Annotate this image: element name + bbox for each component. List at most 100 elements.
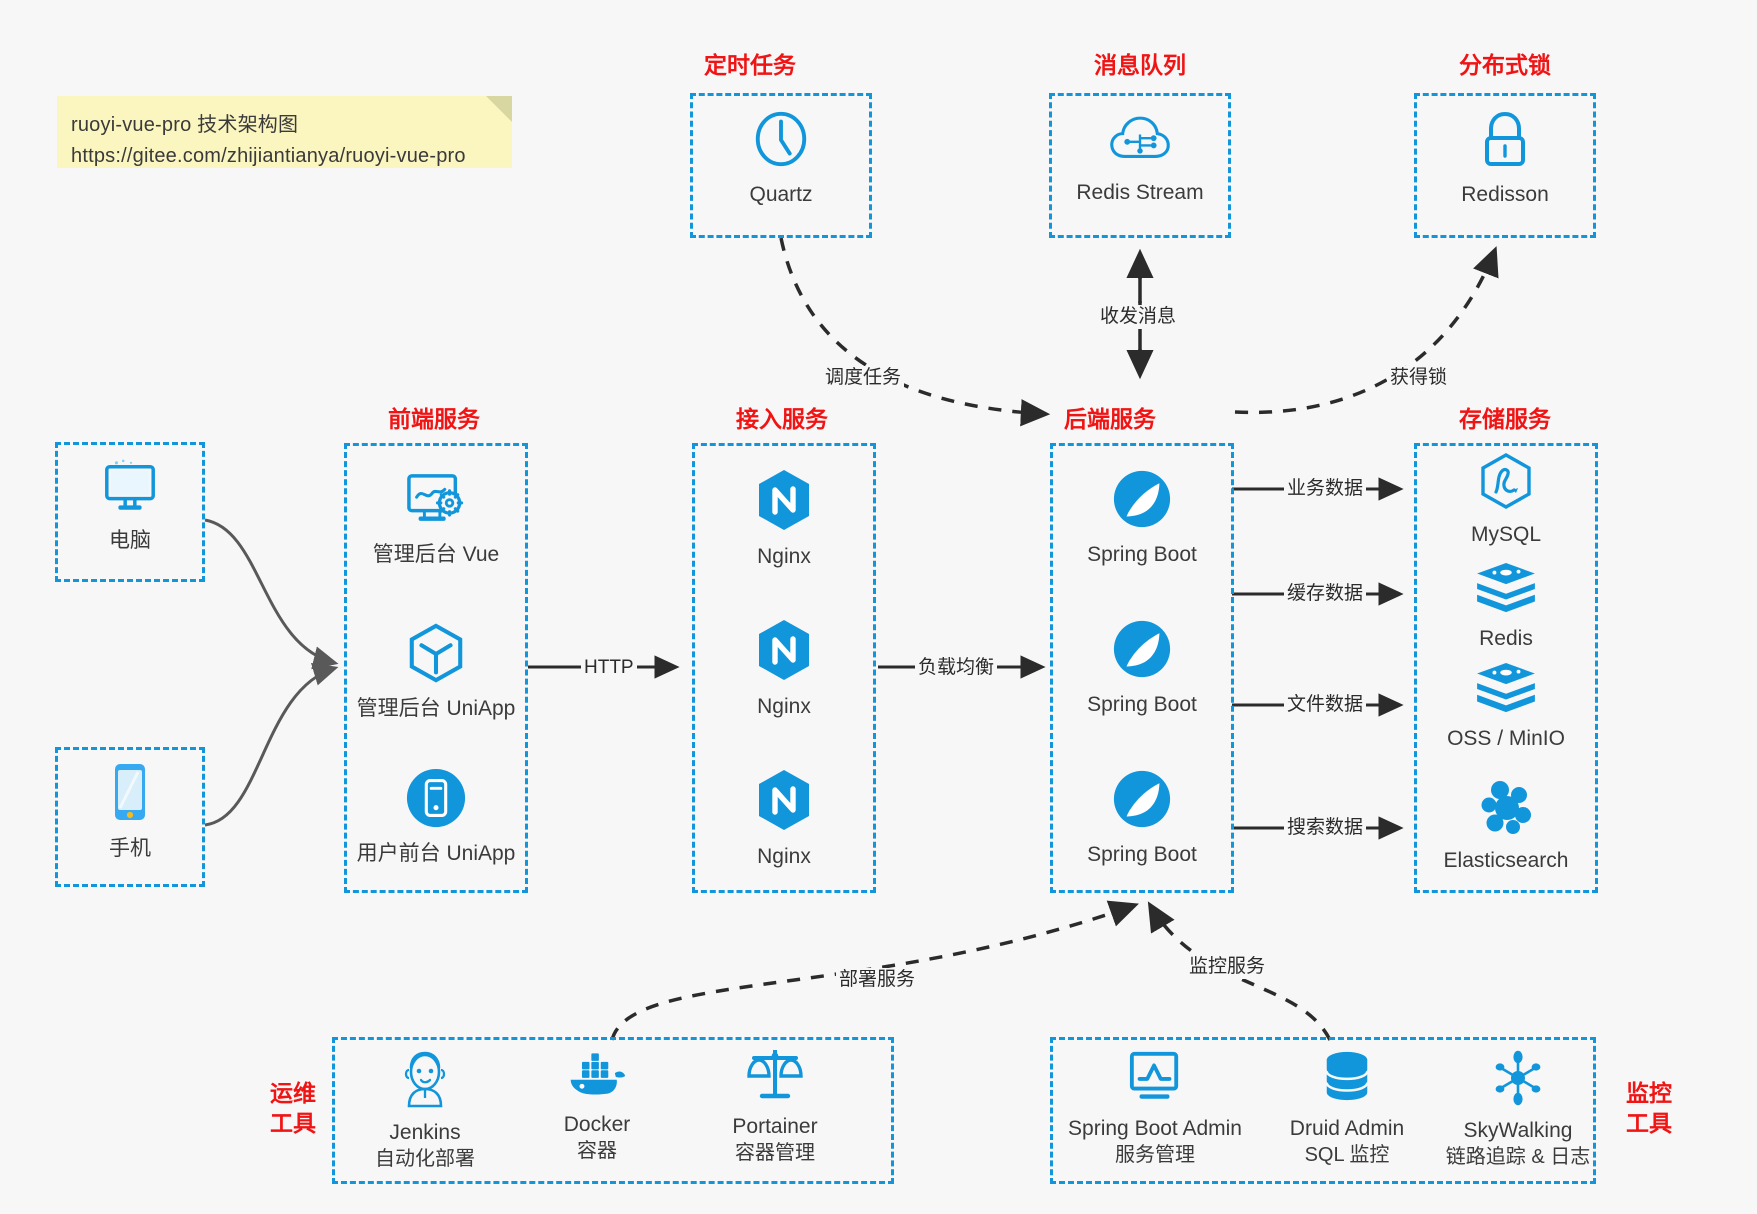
group-title-scheduler: 定时任务: [704, 52, 796, 78]
edge-label-biz-data: 业务数据: [1284, 477, 1367, 501]
node-user-uniapp[interactable]: 用户前台 UniApp: [344, 767, 528, 867]
dashboard-gear-icon: [344, 472, 528, 535]
group-title-lock: 分布式锁: [1459, 52, 1551, 78]
node-label: Redisson: [1461, 183, 1549, 206]
node-quartz[interactable]: Quartz: [690, 108, 872, 208]
edge-label-load-balance: 负载均衡: [915, 656, 998, 680]
node-portainer[interactable]: Portainer 容器管理: [690, 1046, 860, 1166]
node-label: 手机: [109, 837, 151, 860]
node-spring-boot-3[interactable]: Spring Boot: [1050, 768, 1234, 868]
node-sublabel: 容器: [577, 1140, 617, 1162]
node-sublabel: 服务管理: [1115, 1144, 1195, 1166]
group-box-storage[interactable]: [1414, 443, 1598, 893]
note-line-1: ruoyi-vue-pro 技术架构图: [71, 114, 299, 136]
node-label: 管理后台 UniApp: [356, 697, 516, 720]
node-redis[interactable]: Redis: [1414, 562, 1598, 652]
edge-label-file-data: 文件数据: [1284, 693, 1367, 717]
group-title-monitor-line2: 工具: [1626, 1110, 1672, 1136]
node-label: 用户前台 UniApp: [356, 842, 516, 865]
cube-icon: [344, 622, 528, 689]
scales-icon: [690, 1046, 860, 1107]
group-box-frontend[interactable]: [344, 443, 528, 893]
node-smartphone[interactable]: 手机: [55, 762, 205, 862]
node-nginx-2[interactable]: Nginx: [692, 618, 876, 720]
group-title-devops: 运维 工具: [258, 1078, 328, 1138]
group-title-frontend: 前端服务: [388, 406, 480, 432]
node-label: Nginx: [757, 545, 811, 568]
node-mysql[interactable]: MySQL: [1414, 452, 1598, 548]
title-note: ruoyi-vue-pro 技术架构图 https://gitee.com/zh…: [57, 96, 512, 168]
edge-label-cache-data: 缓存数据: [1284, 582, 1367, 606]
node-sublabel: 容器管理: [735, 1142, 815, 1164]
edge-label-mq-messages: 收发消息: [1097, 305, 1180, 329]
node-spring-boot-1[interactable]: Spring Boot: [1050, 468, 1234, 568]
node-spring-boot-admin[interactable]: Spring Boot Admin 服务管理: [1060, 1050, 1250, 1168]
node-label: Druid Admin: [1289, 1117, 1405, 1140]
node-spring-boot-2[interactable]: Spring Boot: [1050, 618, 1234, 718]
group-title-backend: 后端服务: [1064, 406, 1156, 432]
node-desktop[interactable]: 电脑: [55, 458, 205, 554]
node-label: Portainer: [732, 1115, 818, 1138]
group-box-monitor[interactable]: [1050, 1037, 1596, 1184]
group-title-mq: 消息队列: [1094, 52, 1186, 78]
group-title-monitor: 监控 工具: [1614, 1078, 1684, 1138]
group-box-client-mobile[interactable]: [55, 747, 205, 887]
node-label: Docker: [563, 1113, 631, 1136]
group-title-devops-line1: 运维: [270, 1080, 316, 1106]
mobile-circle-icon: [344, 767, 528, 834]
node-admin-uniapp[interactable]: 管理后台 UniApp: [344, 622, 528, 722]
node-elasticsearch[interactable]: Elasticsearch: [1414, 778, 1598, 874]
node-label: Spring Boot: [1087, 843, 1197, 866]
nginx-icon: [692, 618, 876, 687]
group-box-client-desktop[interactable]: [55, 442, 205, 582]
group-box-devops[interactable]: [332, 1037, 894, 1184]
nginx-icon: [692, 468, 876, 537]
smartphone-icon: [55, 762, 205, 829]
group-box-lock[interactable]: [1414, 93, 1596, 238]
edge-label-search-data: 搜索数据: [1284, 816, 1367, 840]
group-title-monitor-line1: 监控: [1626, 1080, 1672, 1106]
lock-icon: [1414, 110, 1596, 175]
jenkins-icon: [340, 1050, 510, 1113]
node-jenkins[interactable]: Jenkins 自动化部署: [340, 1050, 510, 1172]
node-label: MySQL: [1470, 523, 1541, 546]
mysql-icon: [1414, 452, 1598, 515]
elasticsearch-icon: [1414, 778, 1598, 841]
node-label: SkyWalking: [1463, 1119, 1573, 1142]
database-icon: [1262, 1050, 1432, 1109]
nginx-icon: [692, 768, 876, 837]
clock-icon: [690, 108, 872, 175]
group-box-backend[interactable]: [1050, 443, 1234, 893]
node-admin-vue[interactable]: 管理后台 Vue: [344, 472, 528, 568]
edge-label-deploy-service: 部署服务: [836, 968, 919, 992]
edge-label-acquire-lock: 获得锁: [1387, 366, 1451, 390]
node-druid-admin[interactable]: Druid Admin SQL 监控: [1262, 1050, 1432, 1168]
skywalking-icon: [1428, 1050, 1608, 1111]
edge-label-http: HTTP: [581, 656, 637, 680]
node-label: Quartz: [749, 183, 813, 206]
group-box-scheduler[interactable]: [690, 93, 872, 238]
cloud-stream-icon: [1049, 112, 1231, 173]
edge-label-monitor-service: 监控服务: [1186, 955, 1269, 979]
node-redis-stream[interactable]: Redis Stream: [1049, 112, 1231, 206]
node-docker[interactable]: Docker 容器: [512, 1050, 682, 1164]
group-box-mq[interactable]: [1049, 93, 1231, 238]
spring-boot-icon: [1050, 468, 1234, 535]
node-label: Nginx: [757, 845, 811, 868]
node-nginx-3[interactable]: Nginx: [692, 768, 876, 870]
group-title-gateway: 接入服务: [736, 406, 828, 432]
node-label: Redis Stream: [1076, 181, 1204, 204]
node-label: Jenkins: [389, 1121, 461, 1144]
spring-boot-icon: [1050, 618, 1234, 685]
node-oss-minio[interactable]: OSS / MinIO: [1414, 662, 1598, 752]
node-label: Redis: [1479, 627, 1533, 650]
node-skywalking[interactable]: SkyWalking 链路追踪 & 日志: [1428, 1050, 1608, 1170]
node-label: Elasticsearch: [1443, 849, 1569, 872]
monitor-chart-icon: [1060, 1050, 1250, 1109]
group-box-gateway[interactable]: [692, 443, 876, 893]
node-label: Spring Boot Admin: [1068, 1117, 1242, 1140]
node-sublabel: 链路追踪 & 日志: [1445, 1146, 1591, 1168]
node-label: 电脑: [109, 529, 151, 552]
node-redisson[interactable]: Redisson: [1414, 110, 1596, 208]
node-nginx-1[interactable]: Nginx: [692, 468, 876, 570]
